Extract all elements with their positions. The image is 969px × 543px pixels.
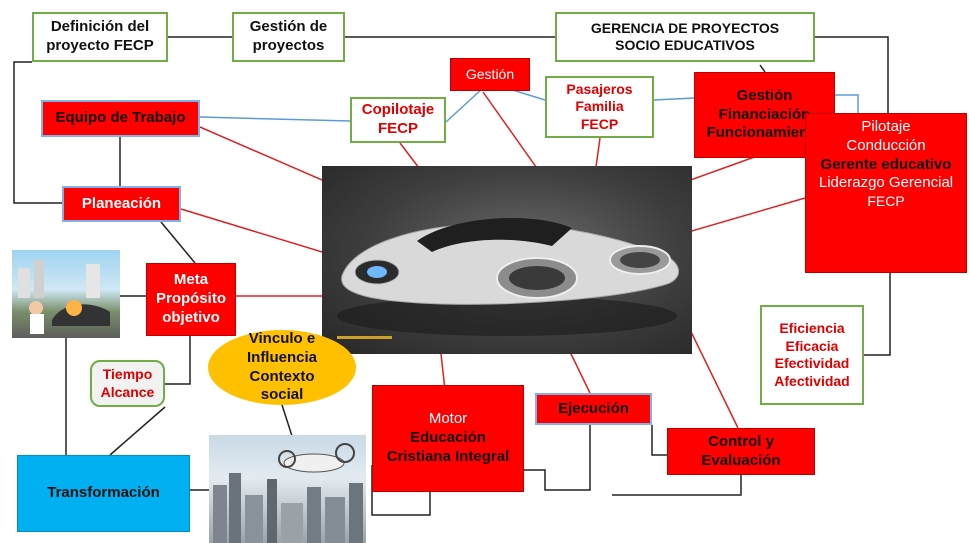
meta-line-2: Propósito bbox=[156, 290, 226, 308]
definicion-line-2: proyecto FECP bbox=[46, 37, 154, 54]
vinculo-line-1: Vinculo e bbox=[248, 330, 316, 347]
motor-line-1: Motor bbox=[428, 410, 468, 428]
pasajeros-line-3: FECP bbox=[580, 115, 619, 132]
tiempo-line-2: Alcance bbox=[100, 383, 155, 400]
tiempo-alcance-box: Tiempo Alcance bbox=[90, 360, 165, 407]
city-image bbox=[209, 435, 366, 543]
financiacion-line-2: Financiación bbox=[718, 105, 811, 123]
pilotaje-line-3: Gerente educativo bbox=[820, 155, 952, 173]
gerencia-line-1: GERENCIA DE PROYECTOS bbox=[590, 19, 780, 36]
motor-box: Motor Educación Cristiana Integral bbox=[372, 385, 524, 492]
gestion-proyectos-line-1: Gestión de bbox=[249, 18, 328, 36]
pasajeros-line-2: Familia bbox=[575, 98, 624, 115]
planeacion-label: Planeación bbox=[81, 194, 162, 212]
pilotaje-line-2: Conducción bbox=[846, 136, 926, 154]
equipo-trabajo-label: Equipo de Trabajo bbox=[55, 109, 186, 127]
financiacion-line-3: Funcionamiento bbox=[706, 124, 823, 142]
car-image bbox=[322, 166, 692, 354]
pilotaje-box: Pilotaje Conducción Gerente educativo Li… bbox=[805, 113, 967, 273]
planeacion-box: Planeación bbox=[62, 186, 181, 222]
control-line-1: Control y bbox=[708, 432, 774, 450]
gestion-proyectos-box: Gestión de proyectos bbox=[232, 12, 345, 62]
eficiencia-box: Eficiencia Eficacia Efectividad Afectivi… bbox=[760, 305, 864, 405]
futuristic-flying-car-icon bbox=[337, 218, 679, 339]
vinculo-line-2: Influencia bbox=[246, 348, 317, 366]
tiempo-line-1: Tiempo bbox=[102, 366, 153, 382]
pilotaje-line-4: Liderazgo Gerencial bbox=[818, 174, 954, 192]
vr-driver-scene-icon bbox=[18, 260, 110, 334]
vinculo-line-4: social bbox=[260, 386, 304, 404]
blue-connectors bbox=[199, 87, 859, 123]
motor-line-2: Educación bbox=[410, 429, 486, 447]
city-flying-car-icon bbox=[213, 443, 363, 543]
motor-line-3: Cristiana Integral bbox=[386, 447, 510, 465]
vinculo-ellipse: Vinculo e Influencia Contexto social bbox=[208, 330, 356, 405]
vinculo-line-3: Contexto bbox=[249, 367, 315, 385]
control-line-2: Evaluación bbox=[701, 451, 781, 469]
eficiencia-line-1: Eficiencia bbox=[779, 320, 845, 336]
meta-line-1: Meta bbox=[173, 271, 209, 289]
pilotaje-line-5: FECP bbox=[867, 193, 905, 209]
ejecucion-box: Ejecución bbox=[535, 393, 652, 425]
meta-line-3: objetivo bbox=[162, 308, 220, 326]
dark-connectors bbox=[13, 36, 891, 516]
control-evaluacion-box: Control y Evaluación bbox=[667, 428, 815, 475]
financiacion-line-1: Gestión bbox=[736, 86, 793, 104]
copilotaje-line-1: Copilotaje bbox=[361, 101, 435, 119]
definicion-proyecto-box: Definición del proyecto FECP bbox=[32, 12, 168, 62]
meta-box: Meta Propósito objetivo bbox=[146, 263, 236, 336]
gestion-label: Gestión bbox=[465, 65, 515, 82]
gestion-box: Gestión bbox=[450, 58, 530, 91]
equipo-trabajo-box: Equipo de Trabajo bbox=[41, 100, 200, 137]
transformacion-label: Transformación bbox=[47, 484, 160, 502]
transformacion-box: Transformación bbox=[17, 455, 190, 532]
pasajeros-line-1: Pasajeros bbox=[566, 80, 633, 97]
eficiencia-line-2: Eficacia bbox=[785, 337, 839, 354]
vr-driver-image bbox=[12, 250, 120, 338]
gerencia-proyectos-box: GERENCIA DE PROYECTOS SOCIO EDUCATIVOS bbox=[555, 12, 815, 62]
eficiencia-line-3: Efectividad bbox=[774, 355, 850, 371]
definicion-line-1: Definición del bbox=[50, 18, 150, 36]
gerencia-line-2: SOCIO EDUCATIVOS bbox=[615, 37, 755, 53]
gestion-proyectos-line-2: proyectos bbox=[252, 37, 325, 54]
ejecucion-label: Ejecución bbox=[558, 399, 629, 417]
pasajeros-box: Pasajeros Familia FECP bbox=[545, 76, 654, 138]
eficiencia-line-4: Afectividad bbox=[774, 372, 850, 389]
copilotaje-line-2: FECP bbox=[377, 120, 418, 137]
copilotaje-box: Copilotaje FECP bbox=[350, 97, 446, 143]
pilotaje-line-1: Pilotaje bbox=[861, 118, 911, 135]
